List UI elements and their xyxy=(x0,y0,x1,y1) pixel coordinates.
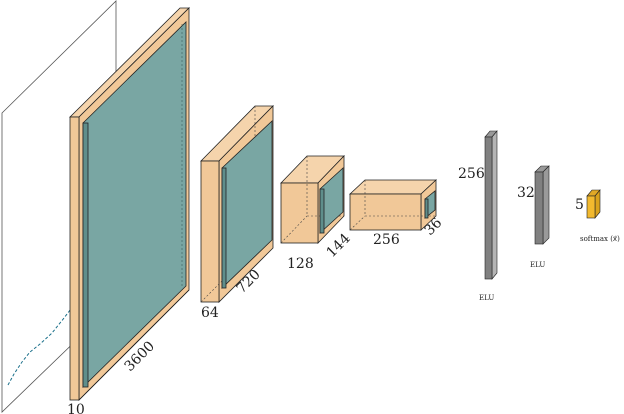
conv-layer-4 xyxy=(348,179,438,231)
fc1-size-label: 256 xyxy=(458,166,485,182)
softmax-layer xyxy=(586,189,601,219)
softmax-activation-label: softmax (x⃗) xyxy=(580,235,620,243)
conv-layer-2 xyxy=(200,105,274,303)
conv3-length-label: 144 xyxy=(324,231,354,261)
conv1-depth-label: 10 xyxy=(67,402,85,414)
fc2-size-label: 32 xyxy=(517,185,535,201)
softmax-size-label: 5 xyxy=(575,197,584,213)
conv-layer-3 xyxy=(280,155,345,244)
input-signal-trace xyxy=(7,271,109,386)
conv4-depth-label: 256 xyxy=(373,232,400,248)
fc-layer-32 xyxy=(534,165,550,245)
conv-layer-1 xyxy=(69,7,190,401)
conv3-depth-label: 128 xyxy=(287,256,314,272)
fc1-activation-label: ELU xyxy=(479,294,494,302)
conv2-depth-label: 64 xyxy=(201,305,219,321)
fc-layer-256 xyxy=(484,130,498,280)
fc2-activation-label: ELU xyxy=(530,261,545,269)
